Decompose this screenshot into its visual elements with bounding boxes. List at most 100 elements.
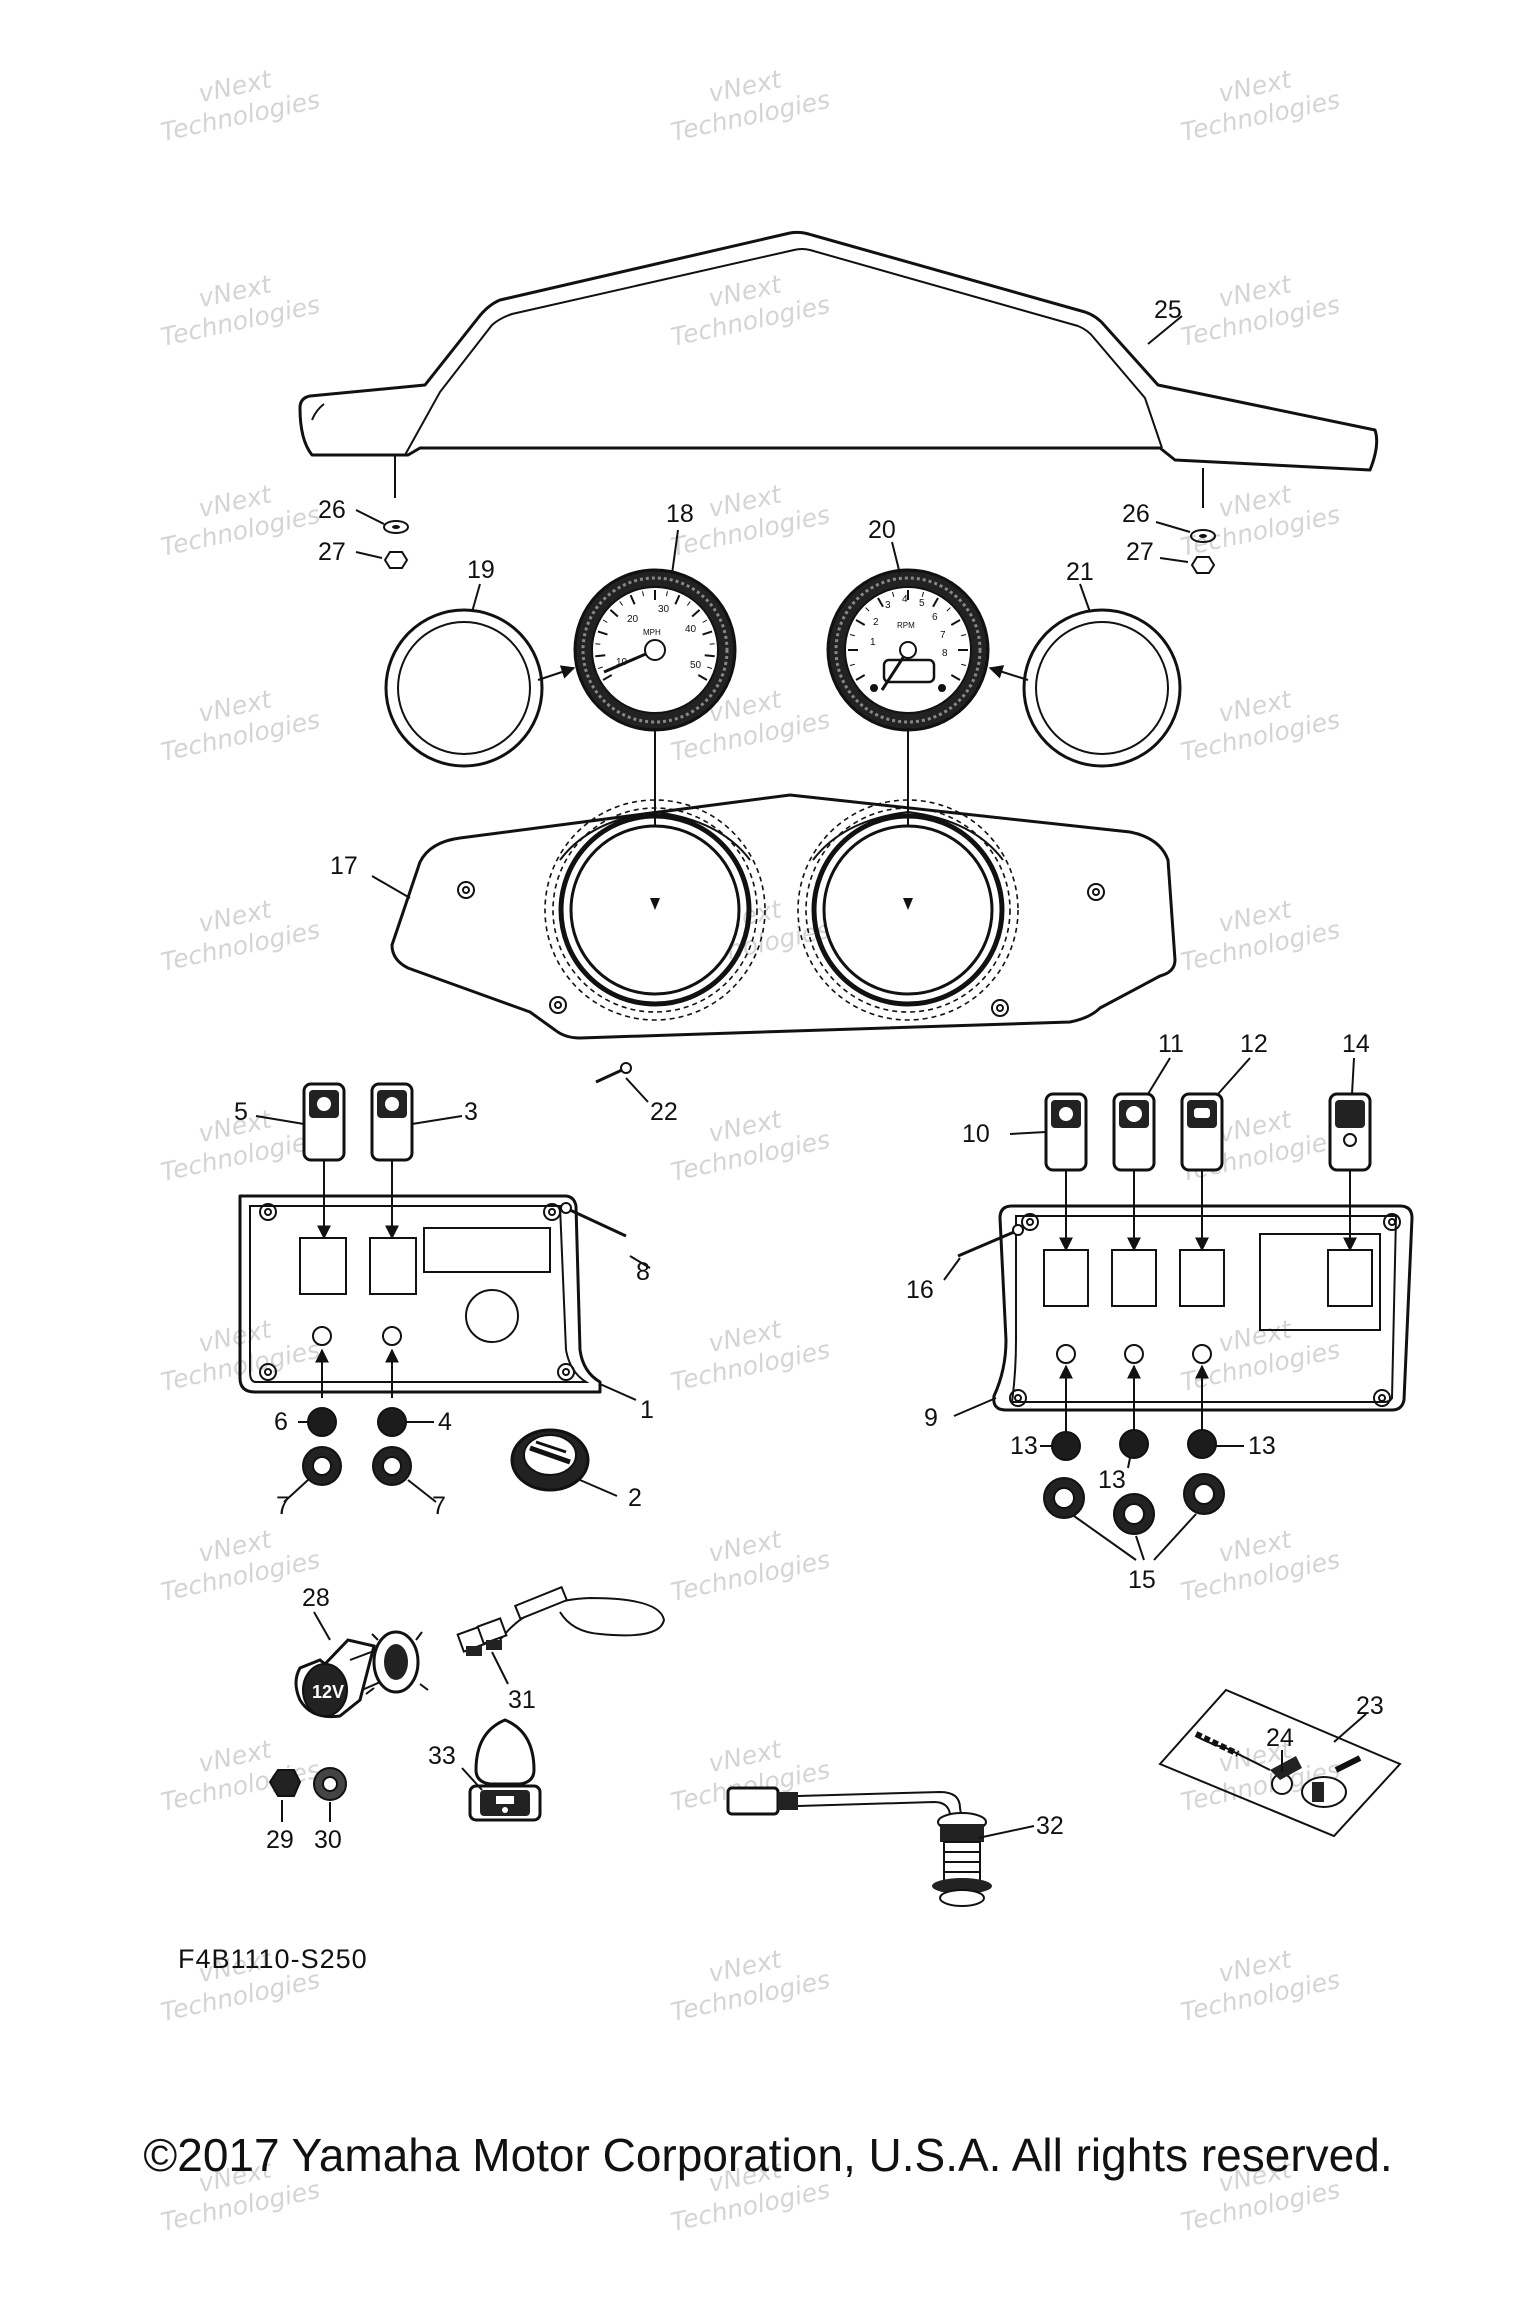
callout-27-right: 27: [1126, 538, 1154, 566]
tach-scale-4: 4: [902, 594, 908, 605]
nut-part-13-b[interactable]: [1119, 1429, 1149, 1459]
callout-23: 23: [1356, 1692, 1384, 1720]
visor-part-25[interactable]: [298, 230, 1379, 508]
gauge-tick: [704, 654, 715, 658]
switch-panel-part-1[interactable]: [238, 1194, 602, 1394]
gauge-tick: [932, 597, 939, 608]
callout-26-right: 26: [1122, 500, 1150, 528]
callout-31: 31: [508, 1686, 536, 1714]
usb-socket-part-33[interactable]: [468, 1718, 542, 1822]
speedo-scale-10: 10: [616, 657, 628, 668]
washer-part-26-right[interactable]: [1190, 529, 1216, 543]
rocker-switch-part-11[interactable]: [1112, 1092, 1156, 1172]
callout-14: 14: [1342, 1030, 1370, 1058]
key-switch-kit-part-23[interactable]: [1158, 1688, 1402, 1838]
nut-part-27-right[interactable]: [1190, 556, 1216, 574]
rocker-switch-part-12[interactable]: [1180, 1092, 1224, 1172]
callout-7-right: 7: [432, 1492, 446, 1520]
gauge-tick: [595, 654, 606, 658]
cable-part-32[interactable]: [726, 1786, 992, 1907]
callout-8: 8: [636, 1258, 650, 1286]
gauge-tick: [642, 591, 645, 597]
screw-part-16[interactable]: [957, 1224, 1024, 1258]
tachometer-part-20[interactable]: 1 2 3 4 5 6 7 8 RPM: [826, 568, 990, 732]
gauge-tick: [597, 666, 603, 670]
gauge-tick: [849, 633, 856, 637]
grommet-part-15-b[interactable]: [1113, 1493, 1155, 1535]
nut-part-4[interactable]: [377, 1407, 407, 1437]
callout-numbers: 25 26 27 26 27 19 18 20 21 17 22 5 3 8 1…: [234, 296, 1384, 1854]
callout-29: 29: [266, 1826, 294, 1854]
callout-20: 20: [868, 516, 896, 544]
callout-13-b: 13: [1098, 1466, 1126, 1494]
grommet-part-15-a[interactable]: [1043, 1477, 1085, 1519]
washer-part-30[interactable]: [313, 1767, 347, 1801]
tach-scale-3: 3: [885, 600, 891, 611]
nut-part-6[interactable]: [307, 1407, 337, 1437]
grommet-part-15-c[interactable]: [1183, 1473, 1225, 1515]
nut-part-27-left[interactable]: [383, 551, 409, 569]
callout-6: 6: [274, 1408, 288, 1436]
speedo-unit: MPH: [643, 628, 661, 637]
gauge-tick: [921, 591, 925, 598]
switch-panel-part-9[interactable]: [992, 1204, 1414, 1412]
callout-26-left: 26: [318, 496, 346, 524]
key-part-24[interactable]: [1270, 1756, 1302, 1780]
rocker-switch-part-10[interactable]: [1044, 1092, 1088, 1172]
speedometer-part-18[interactable]: 10 20 30 40 50 MPH: [573, 568, 737, 732]
speedo-scale-40: 40: [685, 624, 697, 635]
gauge-tick: [891, 591, 895, 598]
wire-harness-part-31[interactable]: [456, 1585, 666, 1656]
washer-part-26-left[interactable]: [383, 520, 409, 534]
tach-scale-7: 7: [940, 630, 946, 641]
gauge-tick: [950, 674, 961, 681]
gauge-tick: [950, 619, 961, 626]
callout-3: 3: [464, 1098, 478, 1126]
screw-part-22[interactable]: [595, 1062, 632, 1084]
bezel-ring-part-19[interactable]: [384, 608, 544, 768]
gauge-tick: [665, 591, 668, 597]
gauge-tick: [597, 630, 608, 636]
rocker-switch-part-3[interactable]: [370, 1082, 414, 1162]
grommet-part-7-left[interactable]: [302, 1446, 342, 1486]
tach-scale-5: 5: [919, 598, 925, 609]
nut-part-29[interactable]: [268, 1769, 302, 1797]
tach-scale-1: 1: [870, 637, 876, 648]
gauge-tick: [602, 674, 613, 681]
gauge-tick: [707, 666, 713, 670]
drawing-code: F4B1110-S250: [178, 1944, 368, 1974]
nut-part-13-a[interactable]: [1051, 1431, 1081, 1461]
callout-11: 11: [1158, 1030, 1184, 1058]
tach-unit: RPM: [897, 621, 915, 630]
cap-part-2[interactable]: [510, 1428, 590, 1492]
rocker-switch-part-5[interactable]: [302, 1082, 346, 1162]
grommet-part-7-right[interactable]: [372, 1446, 412, 1486]
screw-part-8[interactable]: [560, 1202, 627, 1238]
gauge-tick: [865, 607, 870, 612]
rocker-switch-part-14[interactable]: [1328, 1092, 1372, 1172]
gauge-tick: [855, 674, 866, 681]
gauge-panel-part-17[interactable]: [390, 793, 1177, 1040]
callout-27-left: 27: [318, 538, 346, 566]
power-outlet-part-28[interactable]: 12V: [294, 1630, 429, 1719]
gauge-tick: [619, 601, 624, 606]
nut-part-13-c[interactable]: [1187, 1429, 1217, 1459]
callout-15: 15: [1128, 1566, 1156, 1594]
callout-4: 4: [438, 1408, 452, 1436]
bezel-ring-part-21[interactable]: [1022, 608, 1182, 768]
callout-18: 18: [666, 500, 694, 528]
gauge-tick: [709, 643, 715, 645]
gauge-tick: [674, 594, 681, 605]
gauge-tick: [629, 594, 636, 605]
tach-scale-2: 2: [873, 617, 879, 628]
gauge-tick: [602, 619, 608, 623]
